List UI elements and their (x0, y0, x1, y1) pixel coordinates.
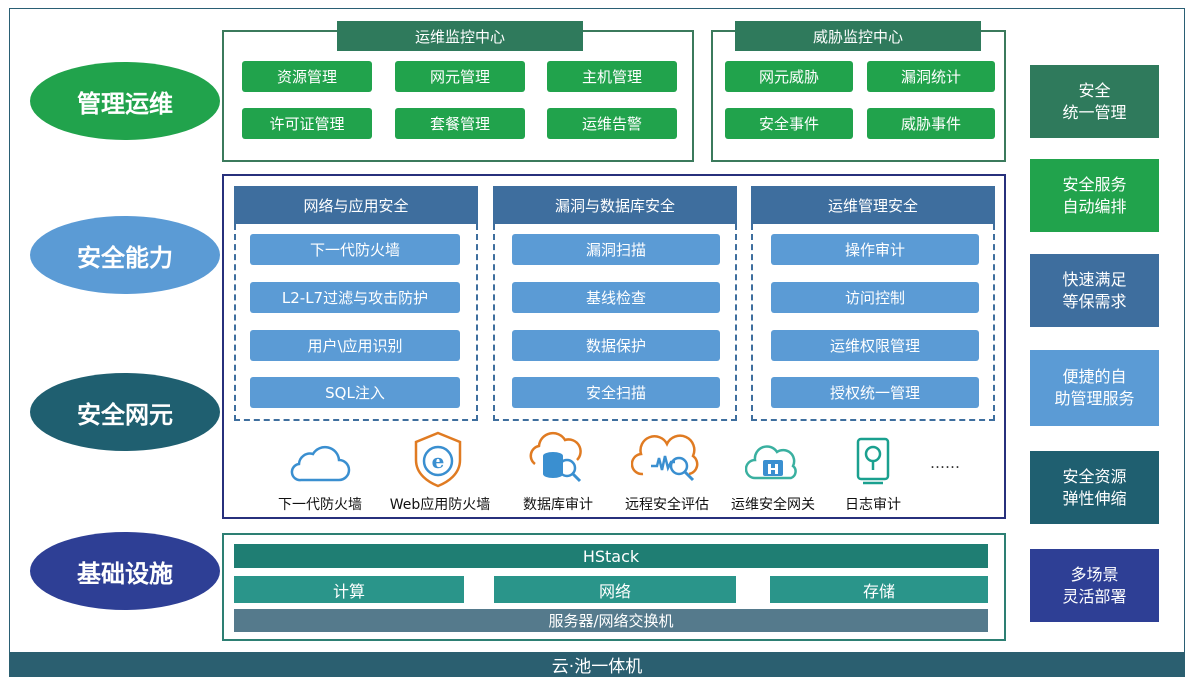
feature-line: 弹性伸缩 (1062, 488, 1127, 508)
cap-security-scan[interactable]: 安全扫描 (512, 377, 720, 408)
more-ellipsis: …… (930, 454, 960, 472)
capability-column-ops-mgmt (751, 224, 995, 421)
capability-column-network-app-title: 网络与应用安全 (234, 186, 478, 224)
feature-line: 统一管理 (1062, 102, 1127, 122)
server-switch-bar: 服务器/网络交换机 (234, 609, 988, 632)
cap-ops-permission[interactable]: 运维权限管理 (771, 330, 979, 361)
web-shield-icon: e (410, 430, 466, 488)
cap-data-protection[interactable]: 数据保护 (512, 330, 720, 361)
element-label-waf: Web应用防火墙 (389, 497, 491, 513)
ops-item-license[interactable]: 许可证管理 (242, 108, 372, 139)
feature-line: 便捷的自 (1062, 367, 1127, 386)
capability-column-vuln-db-title: 漏洞与数据库安全 (493, 186, 737, 224)
feature-line: 等保需求 (1062, 291, 1127, 311)
cap-operation-audit[interactable]: 操作审计 (771, 234, 979, 265)
gateway-icon (744, 440, 801, 484)
feature-line: 多场景 (1070, 564, 1119, 584)
capability-column-vuln-db (493, 224, 737, 421)
feature-line: 助管理服务 (1054, 389, 1135, 408)
threat-item-vuln-stats[interactable]: 漏洞统计 (867, 61, 995, 92)
feature-compliance: 快速满足等保需求 (1030, 254, 1159, 327)
capability-column-ops-mgmt-title: 运维管理安全 (751, 186, 995, 224)
label-security-capability: 安全能力 (30, 216, 220, 294)
feature-line: 灵活部署 (1062, 586, 1127, 606)
cap-l2l7-filter[interactable]: L2-L7过滤与攻击防护 (250, 282, 460, 313)
cap-vuln-scan[interactable]: 漏洞扫描 (512, 234, 720, 265)
hstack-bar: HStack (234, 544, 988, 568)
cloud-scan-icon (630, 432, 703, 488)
label-management-ops: 管理运维 (30, 62, 220, 140)
ops-center-title: 运维监控中心 (337, 21, 583, 51)
threat-item-security-event[interactable]: 安全事件 (725, 108, 853, 139)
element-label-ops-gateway: 运维安全网关 (731, 497, 815, 513)
threat-center-title: 威胁监控中心 (735, 21, 981, 51)
cap-ngfw[interactable]: 下一代防火墙 (250, 234, 460, 265)
cap-user-app-id[interactable]: 用户\应用识别 (250, 330, 460, 361)
feature-line: 自动编排 (1062, 196, 1127, 216)
feature-line: 安全服务 (1062, 174, 1127, 194)
cloud-icon (287, 440, 353, 486)
ops-item-package[interactable]: 套餐管理 (395, 108, 525, 139)
cap-baseline-check[interactable]: 基线检查 (512, 282, 720, 313)
feature-line: 安全资源 (1062, 466, 1127, 486)
feature-elastic-scaling: 安全资源弹性伸缩 (1030, 451, 1159, 524)
svg-text:e: e (432, 449, 445, 473)
ops-item-resource[interactable]: 资源管理 (242, 61, 372, 92)
feature-line: 快速满足 (1062, 269, 1127, 289)
cap-access-control[interactable]: 访问控制 (771, 282, 979, 313)
feature-unified-management: 安全统一管理 (1030, 65, 1159, 138)
element-label-log-audit: 日志审计 (845, 497, 901, 513)
infrastructure-box (222, 533, 1006, 641)
feature-auto-orchestration: 安全服务自动编排 (1030, 159, 1159, 232)
ops-item-alert[interactable]: 运维告警 (547, 108, 677, 139)
database-audit-icon (527, 430, 585, 486)
element-label-db-audit: 数据库审计 (523, 497, 593, 513)
footer-bar: 云·池一体机 (9, 652, 1185, 677)
threat-item-threat-event[interactable]: 威胁事件 (867, 108, 995, 139)
capability-box (222, 174, 1006, 519)
log-audit-icon (855, 436, 891, 486)
compute-bar: 计算 (234, 576, 464, 603)
storage-bar: 存储 (770, 576, 988, 603)
ops-item-network-element[interactable]: 网元管理 (395, 61, 525, 92)
label-security-elements: 安全网元 (30, 373, 220, 451)
label-infrastructure: 基础设施 (30, 532, 220, 610)
feature-flexible-deployment: 多场景灵活部署 (1030, 549, 1159, 622)
cap-sql-injection[interactable]: SQL注入 (250, 377, 460, 408)
ops-item-host[interactable]: 主机管理 (547, 61, 677, 92)
capability-column-network-app (234, 224, 478, 421)
cap-authorization-mgmt[interactable]: 授权统一管理 (771, 377, 979, 408)
element-label-remote-assess: 远程安全评估 (625, 497, 709, 513)
network-bar: 网络 (494, 576, 736, 603)
element-label-ngfw: 下一代防火墙 (278, 497, 362, 513)
threat-item-element[interactable]: 网元威胁 (725, 61, 853, 92)
feature-line: 安全 (1078, 80, 1111, 100)
feature-self-service: 便捷的自助管理服务 (1030, 350, 1159, 426)
